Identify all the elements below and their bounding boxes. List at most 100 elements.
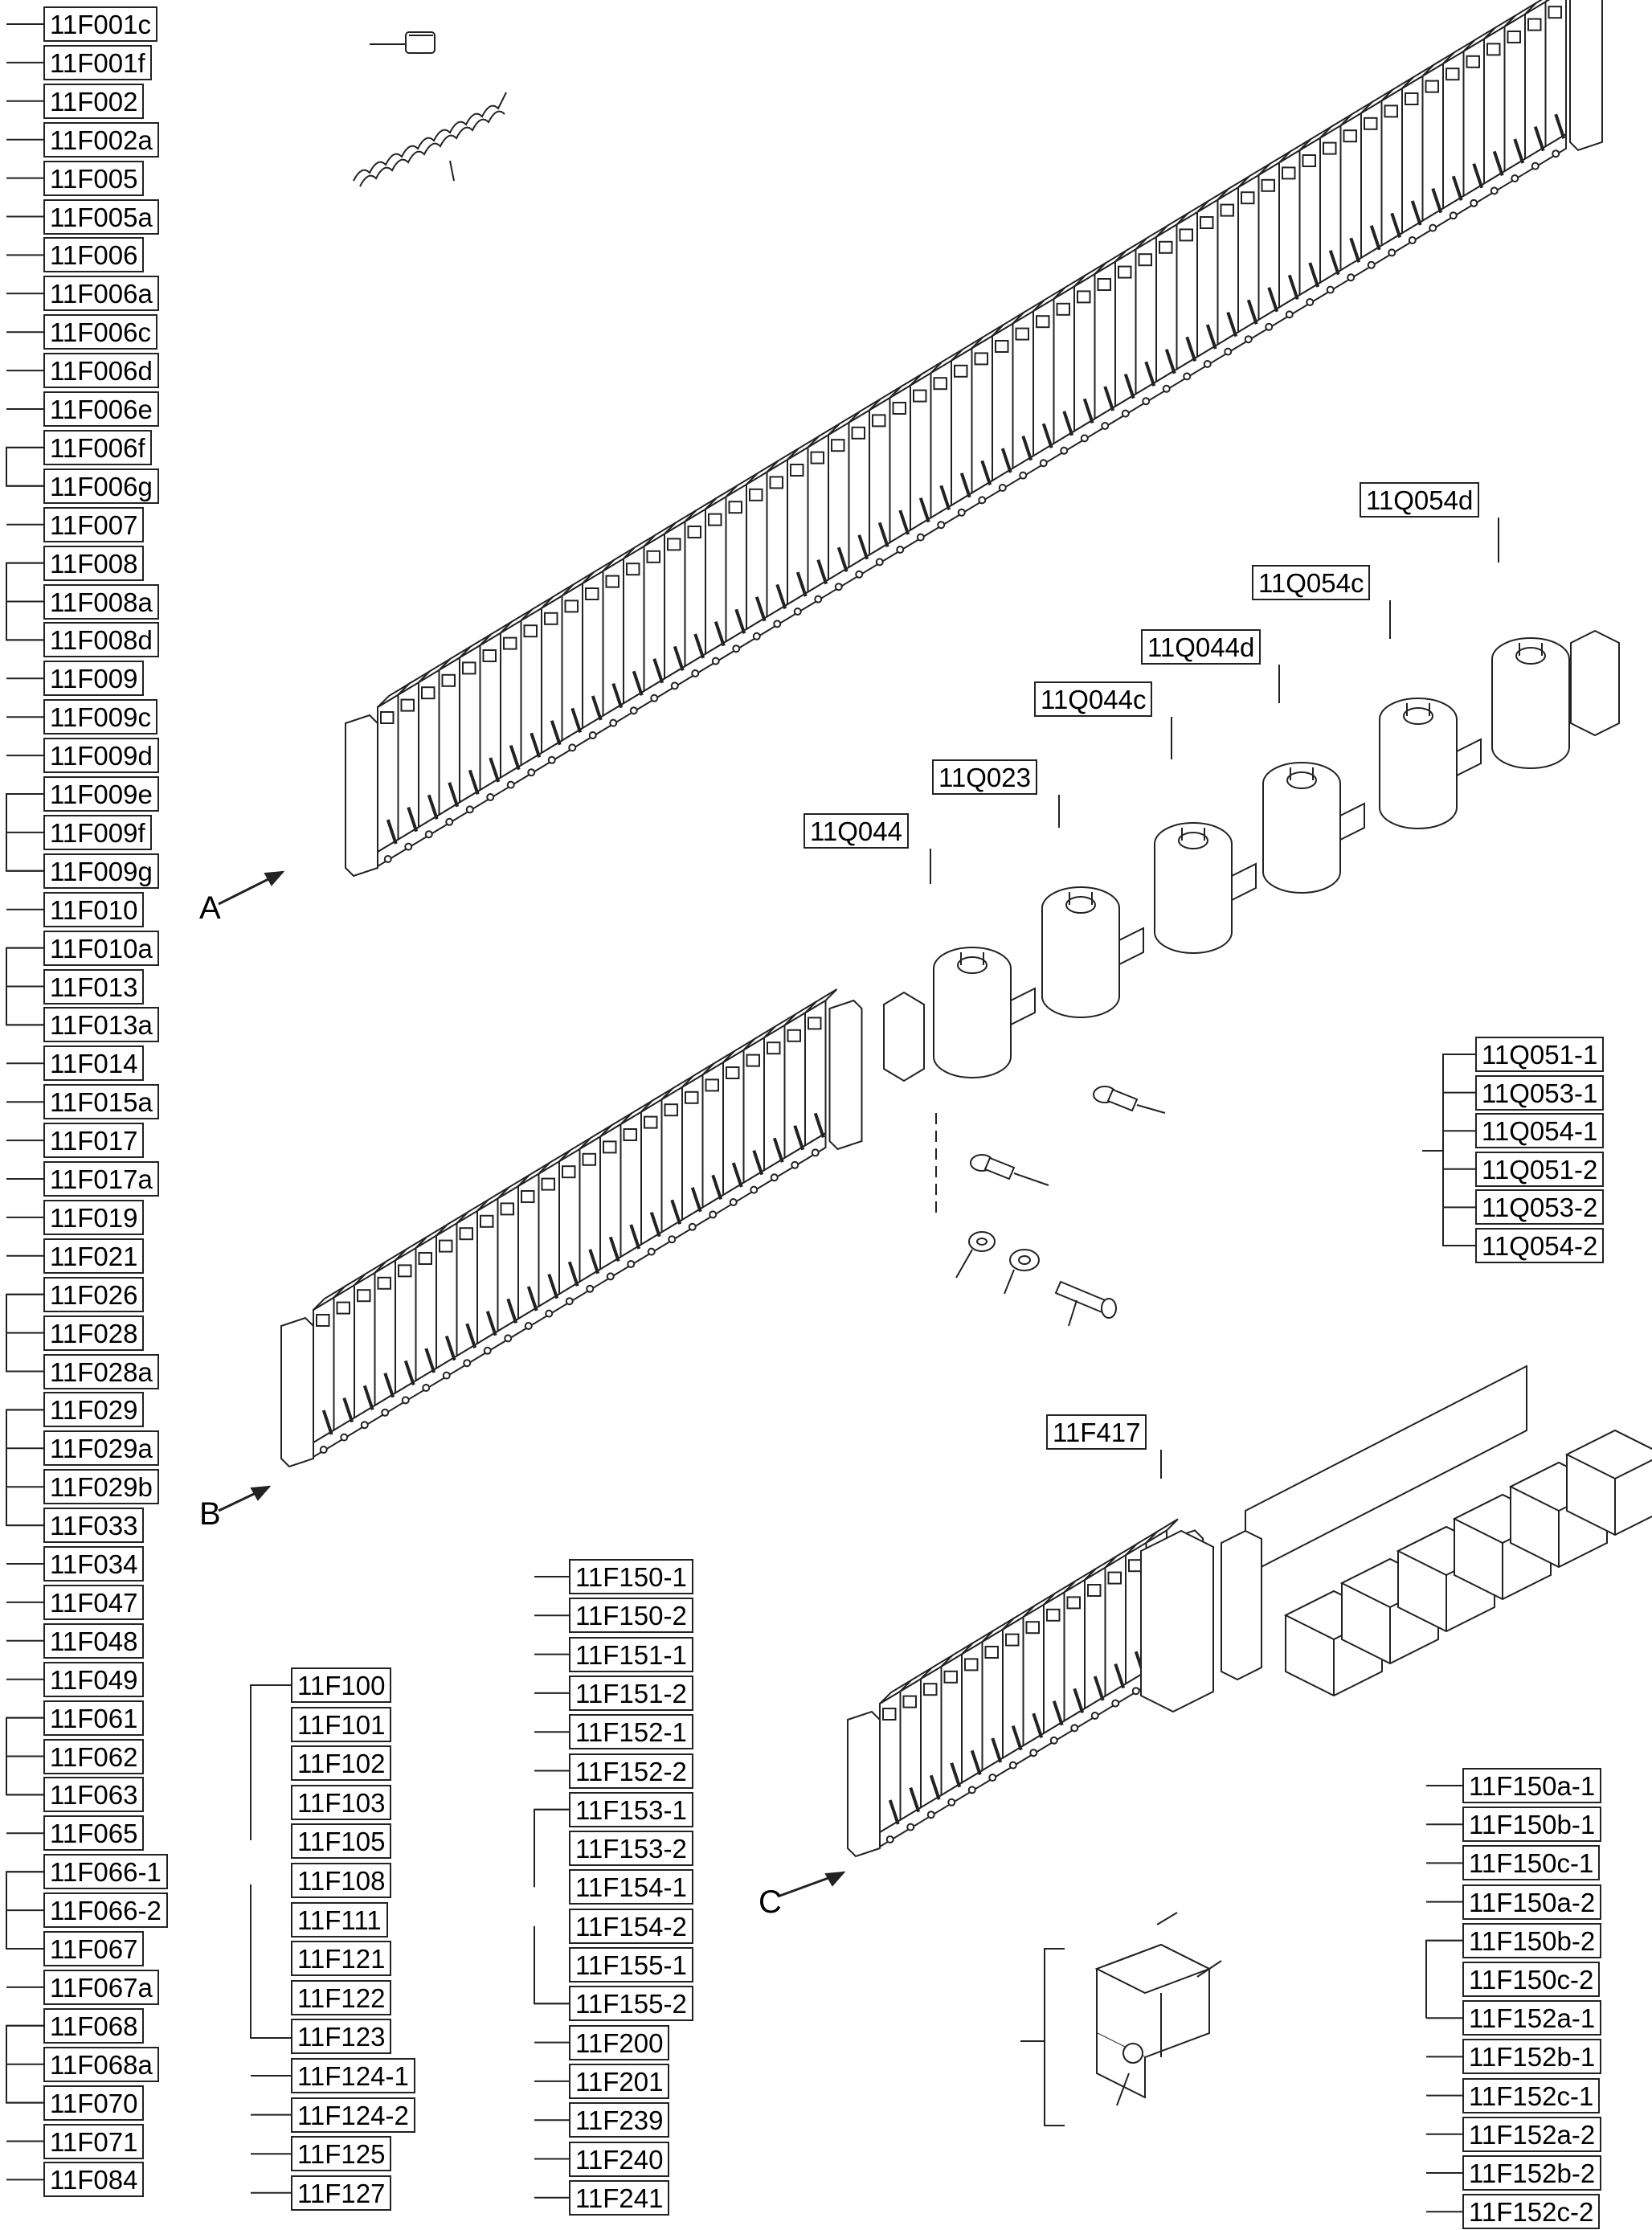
part-label[interactable]: 11F240 <box>569 2141 670 2177</box>
part-label[interactable]: 11Q054-2 <box>1475 1228 1605 1263</box>
part-label[interactable]: 11F013 <box>43 968 145 1005</box>
part-label[interactable]: 11F201 <box>569 2063 670 2099</box>
part-label[interactable]: 11F005a <box>43 198 159 235</box>
part-label[interactable]: 11F154-2 <box>569 1908 693 1944</box>
part-label[interactable]: 11F002 <box>43 83 145 119</box>
part-label[interactable]: 11F101 <box>291 1706 392 1742</box>
part-label[interactable]: 11F029 <box>43 1392 145 1428</box>
part-label[interactable]: 11F001c <box>43 6 157 42</box>
part-label[interactable]: 11F006c <box>43 314 157 350</box>
part-label[interactable]: 11F150b-1 <box>1462 1807 1602 1843</box>
part-label[interactable]: 11F105 <box>291 1823 392 1860</box>
part-label[interactable]: 11F015a <box>43 1084 159 1120</box>
part-label[interactable]: 11F152-1 <box>569 1714 693 1750</box>
part-label[interactable]: 11F005 <box>43 160 145 196</box>
part-label[interactable]: 11F009e <box>43 776 159 812</box>
part-label[interactable]: 11F067a <box>43 1969 159 2005</box>
part-label[interactable]: 11F061 <box>43 1700 145 1736</box>
part-label[interactable]: 11F150a-2 <box>1462 1884 1602 1920</box>
part-label[interactable]: 11F006a <box>43 276 159 312</box>
part-label[interactable]: 11F121 <box>291 1941 392 1977</box>
part-label[interactable]: 11F019 <box>43 1199 145 1235</box>
part-label[interactable]: 11F150c-2 <box>1462 1962 1601 1997</box>
part-label[interactable]: 11Q051-1 <box>1475 1037 1605 1072</box>
part-label[interactable]: 11F152b-2 <box>1462 2155 1602 2191</box>
part-label[interactable]: 11F125 <box>291 2136 392 2172</box>
part-label[interactable]: 11F150-2 <box>569 1598 693 1634</box>
part-label[interactable]: 11F006g <box>43 468 159 504</box>
part-label[interactable]: 11Q051-2 <box>1475 1151 1605 1187</box>
part-label[interactable]: 11F152c-2 <box>1462 2194 1601 2230</box>
part-label[interactable]: 11F068 <box>43 2007 145 2044</box>
part-label[interactable]: 11F006 <box>43 237 145 273</box>
part-label[interactable]: 11F123 <box>291 2019 392 2055</box>
part-label[interactable]: 11F150b-2 <box>1462 1922 1602 1958</box>
part-label[interactable]: 11F150a-1 <box>1462 1768 1602 1803</box>
part-label[interactable]: 11F009f <box>43 814 152 850</box>
part-label[interactable]: 11F070 <box>43 2085 145 2121</box>
part-label[interactable]: 11F084 <box>43 2162 145 2198</box>
part-label[interactable]: 11Q053-2 <box>1475 1189 1605 1225</box>
part-label[interactable]: 11F068a <box>43 2046 159 2082</box>
part-label[interactable]: 11F010 <box>43 891 145 927</box>
part-label[interactable]: 11F048 <box>43 1622 145 1659</box>
part-label[interactable]: 11F155-2 <box>569 1986 693 2022</box>
part-label[interactable]: 11F017 <box>43 1123 145 1159</box>
part-label[interactable]: 11F006e <box>43 391 159 427</box>
part-label[interactable]: 11F153-1 <box>569 1791 693 1827</box>
contactor-label[interactable]: 11Q044 <box>804 813 909 849</box>
part-label[interactable]: 11F033 <box>43 1508 145 1544</box>
part-label[interactable]: 11F029a <box>43 1430 159 1467</box>
part-label[interactable]: 11F124-1 <box>291 2058 415 2093</box>
part-label[interactable]: 11F029b <box>43 1469 159 1505</box>
part-label[interactable]: 11F009 <box>43 661 145 697</box>
part-label[interactable]: 11F034 <box>43 1546 145 1581</box>
part-label[interactable]: 11F200 <box>569 2024 670 2060</box>
part-label[interactable]: 11F002a <box>43 121 159 158</box>
part-label[interactable]: 11F102 <box>291 1745 392 1782</box>
part-label[interactable]: 11F028 <box>43 1315 145 1351</box>
part-label[interactable]: 11F008d <box>43 622 159 658</box>
part-label[interactable]: 11F063 <box>43 1777 145 1813</box>
part-label[interactable]: 11F103 <box>291 1784 392 1820</box>
part-label[interactable]: 11F153-2 <box>569 1831 693 1867</box>
contactor-label[interactable]: 11Q044d <box>1141 629 1261 665</box>
part-label[interactable]: 11F009c <box>43 699 157 735</box>
part-label[interactable]: 11F010a <box>43 930 159 966</box>
part-label[interactable]: 11F009d <box>43 738 159 774</box>
part-label[interactable]: 11F152-2 <box>569 1753 693 1789</box>
part-label[interactable]: 11F008 <box>43 545 145 581</box>
part-label[interactable]: 11F009g <box>43 853 159 889</box>
contactor-label[interactable]: 11Q054d <box>1360 482 1480 518</box>
part-label[interactable]: 11F108 <box>291 1863 392 1898</box>
part-label[interactable]: 11F066-2 <box>43 1892 168 1929</box>
part-label[interactable]: 11F100 <box>291 1667 392 1703</box>
part-label[interactable]: 11F017a <box>43 1161 159 1197</box>
part-label[interactable]: 11F124-2 <box>291 2097 415 2133</box>
part-label[interactable]: 11F026 <box>43 1276 145 1312</box>
part-label[interactable]: 11F006d <box>43 353 159 389</box>
part-label[interactable]: 11F001f <box>43 44 152 80</box>
part-label[interactable]: 11F239 <box>569 2102 670 2138</box>
contactor-label[interactable]: 11Q044c <box>1034 681 1153 717</box>
part-label[interactable]: 11F065 <box>43 1815 145 1852</box>
contactor-label[interactable]: 11Q054c <box>1252 565 1371 600</box>
part-label[interactable]: 11F006f <box>43 429 152 465</box>
part-label[interactable]: 11F014 <box>43 1045 145 1082</box>
part-label[interactable]: 11F152b-1 <box>1462 2039 1602 2075</box>
part-label[interactable]: 11F151-1 <box>569 1636 693 1672</box>
part-label[interactable]: 11F150c-1 <box>1462 1845 1601 1881</box>
part-label[interactable]: 11F071 <box>43 2123 145 2159</box>
part-label[interactable]: 11F127 <box>291 2175 392 2211</box>
part-label[interactable]: 11Q054-1 <box>1475 1113 1605 1149</box>
part-label[interactable]: 11F067 <box>43 1931 145 1966</box>
part-label[interactable]: 11F122 <box>291 1979 392 2015</box>
part-label[interactable]: 11F066-1 <box>43 1854 168 1890</box>
part-label[interactable]: 11F155-1 <box>569 1947 693 1982</box>
part-label[interactable]: 11F151-2 <box>569 1675 693 1711</box>
part-label[interactable]: 11F047 <box>43 1584 145 1620</box>
part-label[interactable]: 11F021 <box>43 1238 145 1274</box>
part-label[interactable]: 11F241 <box>569 2179 670 2216</box>
f417-label[interactable]: 11F417 <box>1046 1414 1147 1450</box>
part-label[interactable]: 11F152c-1 <box>1462 2077 1601 2113</box>
